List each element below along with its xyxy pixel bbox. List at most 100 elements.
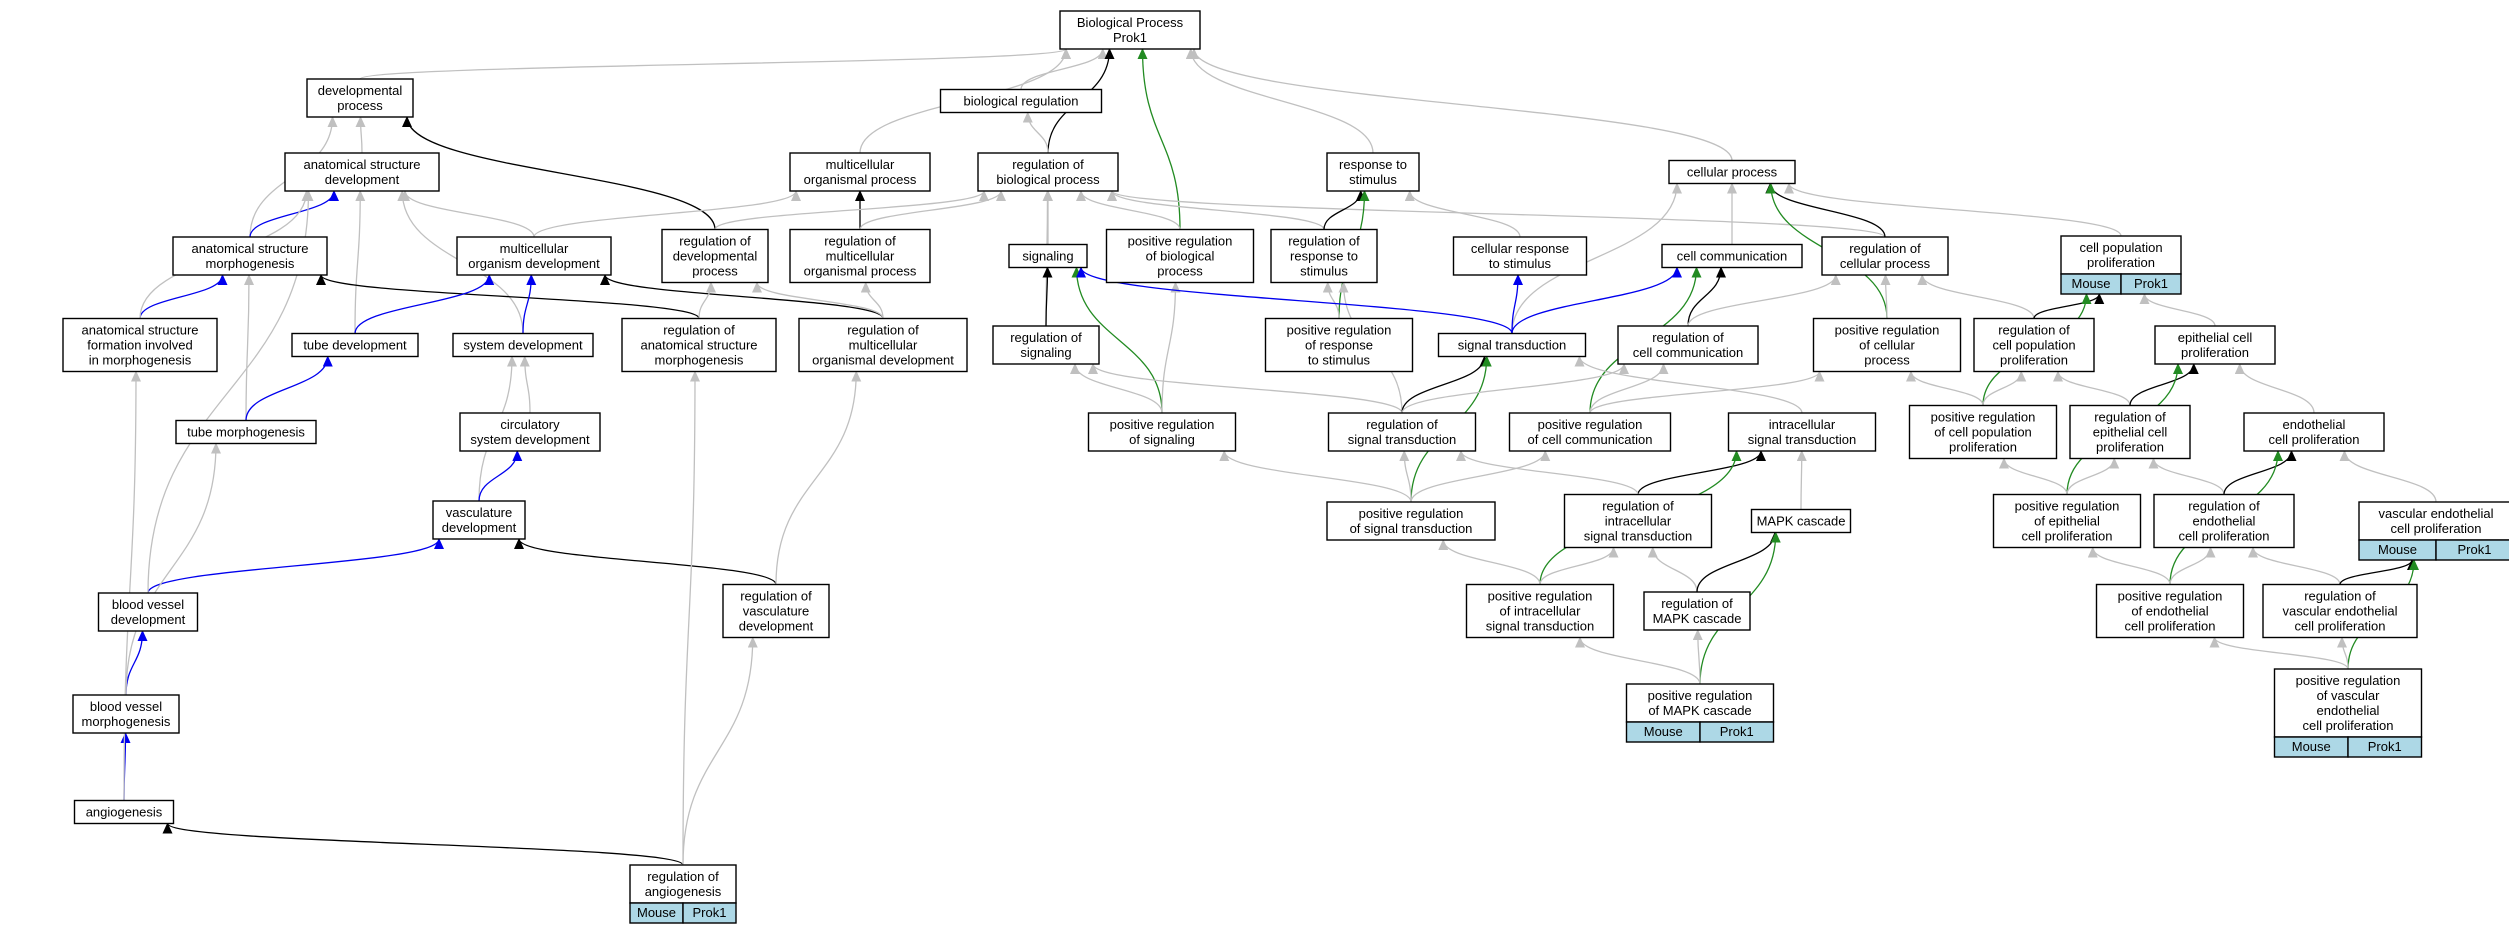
node-label-line: multicellular <box>826 249 895 264</box>
node-label-line: organismal process <box>804 264 917 279</box>
node-label-line: anatomical structure <box>81 323 198 338</box>
node-box <box>977 152 1119 192</box>
edge-is-a-mapk-to-intrast <box>1796 450 1807 510</box>
edge-is-a-posregsig-to-regsig <box>1070 363 1163 414</box>
edge-is-a-posregst-to-posregsig <box>1219 450 1412 503</box>
go-term-node-cellcomm: cell communication <box>1661 243 1803 269</box>
node-label-line: regulation of <box>2188 499 2260 514</box>
node-label-line: positive regulation <box>1128 234 1233 249</box>
node-label-line: organismal process <box>804 172 917 187</box>
node-label-line: vascular endothelial <box>2379 506 2494 521</box>
node-label-line: of cell population <box>1934 425 2032 440</box>
edge-is-a-regmod-to-regmop <box>860 281 884 319</box>
node-label-line: regulation of <box>1366 417 1438 432</box>
node-label-line: cell population <box>2079 240 2162 255</box>
annotation-organism-label: Mouse <box>2071 276 2110 291</box>
annotation-gene-cell <box>2435 539 2509 561</box>
node-label-line: vasculature <box>446 505 512 520</box>
edge-positively-regulates-posregsig-to-signaling <box>1071 266 1163 414</box>
annotation-gene-label: Prok1 <box>2368 739 2402 754</box>
node-box <box>1508 412 1672 452</box>
edge-is-a-regdev-to-regbp <box>714 190 989 231</box>
node-label-line: signal transduction <box>1748 432 1856 447</box>
node-label-line: cell communication <box>1633 345 1744 360</box>
node-label-line: to stimulus <box>1308 353 1371 368</box>
node-label-line: stimulus <box>1349 172 1397 187</box>
annotation-gene-cell <box>2120 273 2182 295</box>
node-box <box>629 864 737 904</box>
node-box <box>722 583 830 639</box>
edge-part-of-asm-to-asd <box>249 190 339 238</box>
edge-is-a-cellresp-to-resp <box>1404 190 1521 238</box>
node-label-line: of response <box>1305 338 1373 353</box>
node-box <box>1008 243 1088 269</box>
annotation-organism-label: Mouse <box>2292 739 2331 754</box>
node-label-line: cellular response <box>1471 241 1569 256</box>
edge-is-a-posregintrast-to-posregst <box>1438 539 1541 585</box>
edge-regulates-regsig-to-signaling <box>1042 266 1053 327</box>
edge-is-a-bvmorph-to-tubemorph <box>125 442 221 696</box>
edge-is-a-posregst-to-posregcellcomm <box>1410 450 1551 503</box>
node-box <box>1992 493 2142 549</box>
node-box <box>1617 325 1759 365</box>
edge-is-a-vascendocp-to-endocp <box>2339 450 2437 503</box>
node-label-line: vascular endothelial <box>2283 604 2398 619</box>
node-label-line: epithelial cell <box>2093 425 2168 440</box>
edge-regulates-regepicp-to-epicp <box>2129 363 2199 406</box>
node-label-line: regulation of <box>1012 157 1084 172</box>
edge-is-a-posregcellcomm-to-posregcp <box>1589 370 1825 414</box>
node-box <box>452 332 594 358</box>
edge-regulates-regmod-to-mod <box>600 274 884 319</box>
node-box <box>1105 228 1255 284</box>
node-label-line: cell communication <box>1677 249 1788 264</box>
edge-is-a-dev-to-bp <box>359 48 1071 80</box>
edge-is-a-posregcellcomm-to-regcellcomm <box>1589 363 1669 414</box>
node-label-line: of vascular <box>2317 688 2381 703</box>
edge-is-a-regcellcomm-to-regcp <box>1687 274 1841 327</box>
node-label-line: intracellular <box>1769 417 1836 432</box>
node-label-line: of epithelial <box>2034 514 2100 529</box>
edge-is-a-regangio-to-regasm <box>682 370 700 866</box>
node-label-line: cell population <box>1992 338 2075 353</box>
go-term-node-tubedev: tube development <box>291 332 419 358</box>
node-label-line: response to <box>1339 157 1407 172</box>
node-box <box>789 228 931 284</box>
edge-is-a-posregcp-to-regcp <box>1880 274 1891 319</box>
node-label-line: biological regulation <box>964 94 1079 109</box>
edge-is-a-mod-to-asd <box>400 190 535 238</box>
node-label-line: positive regulation <box>2015 499 2120 514</box>
node-box <box>2095 583 2245 639</box>
edge-is-a-epicp-to-cpp <box>2139 293 2216 327</box>
edge-is-a-posregendocp-to-regendocp <box>2169 546 2216 585</box>
edge-is-a-regasm-to-regdev <box>698 281 716 319</box>
node-label-line: positive regulation <box>2118 589 2223 604</box>
node-box <box>2262 583 2418 639</box>
node-box <box>789 152 931 192</box>
edge-is-a-posregintrast-to-regintrast <box>1539 546 1619 585</box>
node-label-line: endothelial <box>2193 514 2256 529</box>
node-box <box>1326 152 1420 192</box>
node-label-line: positive regulation <box>1488 589 1593 604</box>
edge-part-of-sysdev-to-mod <box>522 274 537 334</box>
node-label-line: regulation of <box>1998 323 2070 338</box>
node-label-line: regulation of <box>1652 330 1724 345</box>
edge-part-of-asfm-to-asm <box>139 274 228 319</box>
annotation-organism-label: Mouse <box>1644 724 1683 739</box>
edge-is-a-regcpp-to-regcp <box>1917 274 2035 319</box>
node-box <box>175 419 317 445</box>
node-box <box>621 317 777 373</box>
